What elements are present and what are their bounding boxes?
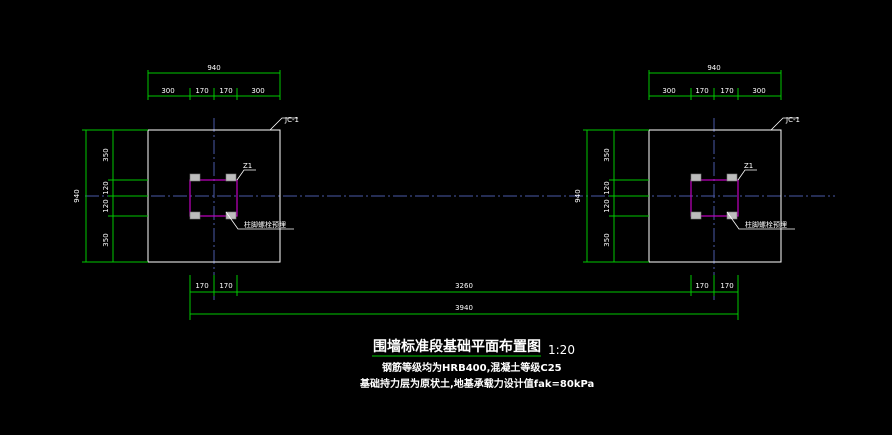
- left-side-dim-1: 350: [102, 148, 110, 161]
- bottom-dim-total: 3940: [455, 304, 473, 312]
- bottom-dim-right-1: 170: [695, 282, 708, 290]
- left-top-dim-1: 300: [161, 87, 174, 95]
- right-bolt-tr: [726, 173, 738, 182]
- right-bolt-tl: [690, 173, 702, 182]
- right-column-z1: [690, 179, 739, 217]
- footing-left: JC-1 Z1 柱脚螺栓预埋 940 300 170 170 300 940 3…: [73, 64, 299, 300]
- left-side-overall-dim: 940: [73, 189, 81, 202]
- note-line-2: 基础持力层为原状土,地基承载力设计值fak=80kPa: [359, 377, 594, 390]
- bottom-dim-left-2: 170: [219, 282, 232, 290]
- left-top-dim-3: 170: [219, 87, 232, 95]
- left-footing-label: JC-1: [284, 116, 299, 124]
- right-side-overall-dim: 940: [574, 189, 582, 202]
- right-side-dim-2: 120: [603, 181, 611, 194]
- left-top-dim-2: 170: [195, 87, 208, 95]
- left-top-overall-dim: 940: [207, 64, 220, 72]
- right-footing-label: JC-1: [785, 116, 800, 124]
- left-bolt-tr: [225, 173, 237, 182]
- right-side-dim-3: 120: [603, 199, 611, 212]
- left-column-label: Z1: [243, 162, 252, 170]
- left-bolt-bl: [189, 211, 201, 220]
- note-line-1: 钢筋等级均为HRB400,混凝土等级C25: [382, 361, 562, 374]
- right-top-dim-2: 170: [695, 87, 708, 95]
- bottom-dimensions: 170 170 3260 170 170 3940: [189, 275, 739, 320]
- right-jc-leader: [770, 117, 799, 131]
- left-embed-leader: [225, 211, 294, 230]
- right-bolt-br: [726, 211, 738, 220]
- left-jc-leader: [269, 117, 298, 131]
- bottom-dim-right-2: 170: [720, 282, 733, 290]
- drawing-title: 围墙标准段基础平面布置图: [373, 338, 541, 355]
- right-top-overall-dim: 940: [707, 64, 720, 72]
- right-top-dim-3: 170: [720, 87, 733, 95]
- right-side-dim-4: 350: [603, 233, 611, 246]
- left-column-z1: [189, 179, 238, 217]
- right-column-label: Z1: [744, 162, 753, 170]
- drawing-scale: 1:20: [548, 343, 575, 357]
- left-bolt-tl: [189, 173, 201, 182]
- bottom-dim-middle: 3260: [455, 282, 473, 290]
- bottom-dim-left-1: 170: [195, 282, 208, 290]
- right-top-dim-1: 300: [662, 87, 675, 95]
- left-side-dim-4: 350: [102, 233, 110, 246]
- left-side-dim-2: 120: [102, 181, 110, 194]
- left-top-dim-4: 300: [251, 87, 264, 95]
- right-z1-leader: [737, 169, 757, 181]
- left-z1-leader: [236, 169, 256, 181]
- title-block: 围墙标准段基础平面布置图 1:20 钢筋等级均为HRB400,混凝土等级C25 …: [359, 338, 594, 390]
- right-side-dim-1: 350: [603, 148, 611, 161]
- right-embed-leader: [726, 211, 795, 230]
- left-bolt-br: [225, 211, 237, 220]
- right-bolt-bl: [690, 211, 702, 220]
- left-side-dim-3: 120: [102, 199, 110, 212]
- footing-right: JC-1 Z1 柱脚螺栓预埋 940 300 170 170 300 940 3…: [574, 64, 800, 300]
- right-top-dim-4: 300: [752, 87, 765, 95]
- right-embed-label: 柱脚螺栓预埋: [745, 220, 787, 229]
- left-embed-label: 柱脚螺栓预埋: [244, 220, 286, 229]
